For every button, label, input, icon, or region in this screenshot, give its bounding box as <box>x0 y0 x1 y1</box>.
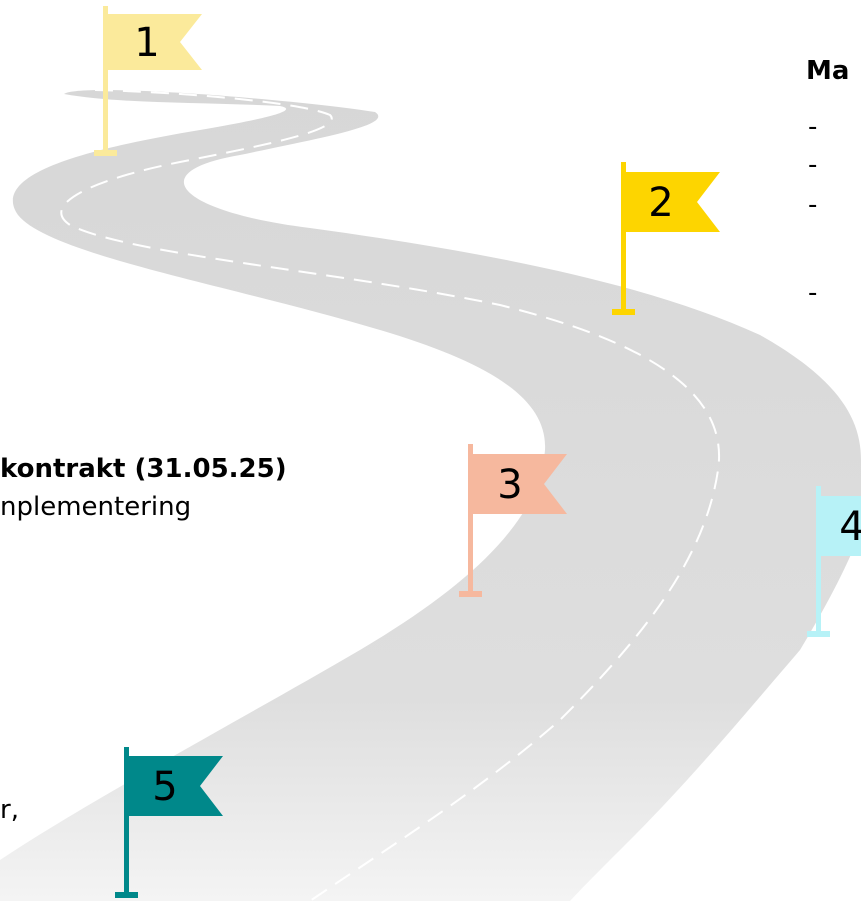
flag-pole <box>468 444 473 594</box>
flag-pole <box>103 6 108 154</box>
bullet-dash: - <box>808 278 818 308</box>
bullet-dash: - <box>808 190 818 220</box>
flag-pole <box>124 747 129 895</box>
milestone-flag-1: 1 <box>94 6 202 156</box>
winding-road <box>0 90 861 902</box>
flag-banner <box>105 14 202 70</box>
milestone-flag-2: 2 <box>612 162 720 315</box>
flag-banner <box>623 172 720 232</box>
milestone-flag-4: 4 <box>807 486 861 637</box>
flag-number: 3 <box>497 462 522 508</box>
contract-subtitle: nplementering <box>0 492 192 522</box>
bullet-dash: - <box>808 150 818 180</box>
bottom-text-fragment: r, <box>0 795 19 825</box>
milestone-flag-3: 3 <box>459 444 567 597</box>
flag-number: 2 <box>648 180 673 226</box>
flag-pole <box>621 162 626 312</box>
contract-title: kontrakt (31.05.25) <box>0 454 287 484</box>
road-center-line <box>60 89 721 902</box>
milestone-heading-right: Ma <box>806 56 850 86</box>
flag-base <box>612 309 635 315</box>
flag-base <box>807 631 830 637</box>
flag-banner <box>470 454 567 514</box>
flag-pole <box>816 486 821 634</box>
milestone-flag-5: 5 <box>115 747 223 898</box>
flag-number: 5 <box>152 764 177 810</box>
flag-base <box>94 150 117 156</box>
flag-number: 1 <box>134 20 159 66</box>
flag-banner <box>126 756 223 816</box>
bullet-dash: - <box>808 112 818 142</box>
flag-base <box>115 892 138 898</box>
flag-base <box>459 591 482 597</box>
flag-number: 4 <box>839 504 861 550</box>
flag-banner <box>818 496 861 556</box>
